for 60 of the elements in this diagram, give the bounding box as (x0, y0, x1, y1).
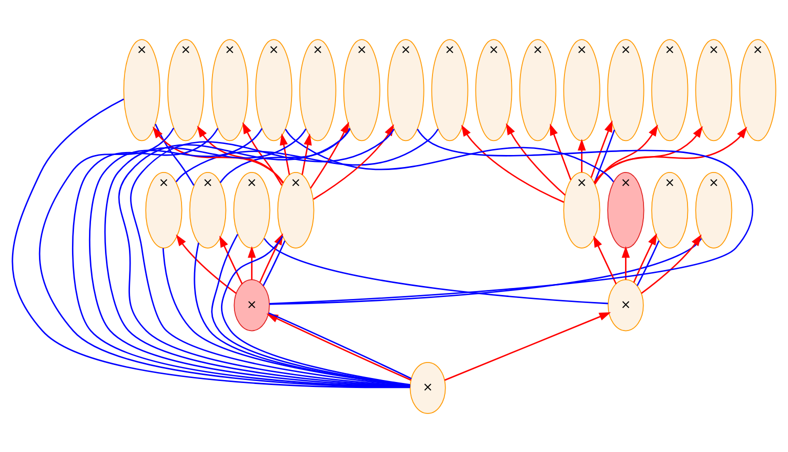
node-ellipse: × (475, 38, 512, 141)
node-ellipse: × (145, 171, 182, 248)
node-ellipse: × (299, 38, 336, 141)
arrow (310, 121, 350, 188)
arrow (622, 246, 630, 280)
arrow (594, 125, 703, 183)
arrow (578, 138, 586, 172)
arrow (550, 123, 572, 180)
arrow (219, 235, 243, 284)
arrow (313, 124, 394, 200)
node-ellipse: × (519, 38, 556, 141)
node-ellipse: × (277, 171, 314, 248)
connector (220, 127, 350, 183)
connector (264, 238, 608, 304)
connector (269, 128, 754, 304)
arrow (152, 126, 284, 183)
node-ellipse: × (234, 278, 270, 331)
node-ellipse: × (387, 38, 424, 141)
connector (284, 128, 614, 182)
connector (176, 128, 439, 182)
arrow (590, 120, 612, 178)
arrow (176, 234, 237, 294)
node-ellipse: × (651, 38, 688, 141)
node-ellipse: × (695, 38, 732, 141)
node-ellipse: × (255, 38, 292, 141)
arrow (641, 234, 702, 294)
node-ellipse: × (739, 38, 776, 141)
node-ellipse: × (607, 171, 644, 248)
arrow (197, 125, 284, 184)
node-ellipse: × (608, 278, 644, 331)
arrow (248, 246, 256, 280)
node-ellipse: × (563, 171, 600, 248)
node-ellipse: × (233, 171, 270, 248)
arrow (444, 312, 611, 380)
arrow (461, 124, 564, 202)
arrow (302, 132, 312, 174)
connector (262, 240, 286, 286)
connector (636, 240, 660, 286)
node-ellipse: × (410, 362, 446, 414)
connector (154, 123, 194, 186)
arrow (506, 122, 566, 196)
arrow (594, 124, 658, 184)
arrow (280, 132, 290, 174)
node-ellipse: × (695, 171, 732, 248)
connector (269, 238, 702, 304)
node-ellipse: × (189, 171, 226, 248)
node-ellipse: × (431, 38, 468, 141)
node-ellipse: × (167, 38, 204, 141)
arrow (633, 232, 658, 282)
node-ellipse: × (123, 38, 160, 141)
arrow (593, 235, 617, 284)
arrow (594, 126, 748, 182)
connector (12, 98, 410, 388)
node-ellipse: × (343, 38, 380, 141)
connector (594, 129, 616, 183)
node-ellipse: × (563, 38, 600, 141)
node-ellipse: × (607, 38, 644, 141)
node-ellipse: × (211, 38, 248, 141)
arrow (242, 122, 282, 186)
node-ellipse: × (651, 171, 688, 248)
